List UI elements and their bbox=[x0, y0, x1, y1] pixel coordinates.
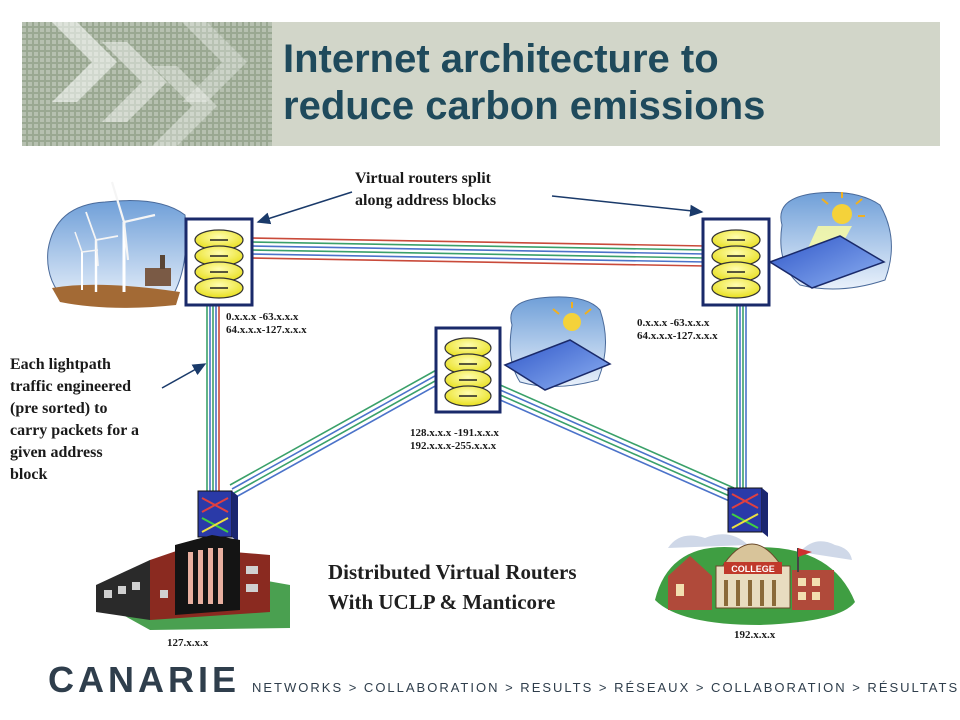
footer-tagline: NETWORKS > COLLABORATION > RESULTS > RÉS… bbox=[252, 680, 960, 695]
slide-title-line: reduce carbon emissions bbox=[283, 84, 766, 128]
wind-farm-illustration bbox=[47, 181, 187, 308]
left-campus-address: 127.x.x.x bbox=[167, 637, 209, 649]
lightpath-left-vertical bbox=[206, 300, 220, 495]
lightpath-left-diagonal bbox=[229, 367, 447, 498]
virtual-router-left bbox=[184, 217, 254, 307]
canarie-logo: CANARIE bbox=[48, 659, 241, 700]
college-sign-text: COLLEGE bbox=[731, 564, 775, 574]
solar-panel-illustration-right bbox=[768, 191, 892, 290]
optical-switch-right bbox=[727, 487, 768, 537]
lightpath-right-diagonal bbox=[497, 383, 735, 504]
diagram-caption: Distributed Virtual Routers With UCLP & … bbox=[328, 560, 577, 614]
arrow-to-right-router bbox=[551, 195, 704, 217]
router-left-address-blocks: 0.x.x.x -63.x.x.x 64.x.x.x-127.x.x.x bbox=[226, 311, 307, 336]
slide-title-line: Internet architecture to bbox=[283, 37, 719, 81]
lightpath-top bbox=[249, 237, 707, 267]
virtual-routers-callout: Virtual routers split along address bloc… bbox=[355, 170, 497, 209]
campus-building-left bbox=[96, 535, 290, 630]
decorative-chevron-pattern bbox=[22, 22, 282, 146]
lightpath-right-vertical bbox=[736, 300, 747, 490]
router-right-address-blocks: 0.x.x.x -63.x.x.x 64.x.x.x-127.x.x.x bbox=[637, 317, 718, 342]
arrow-to-lightpath bbox=[161, 363, 207, 389]
virtual-router-center bbox=[434, 326, 502, 414]
arrow-to-left-router bbox=[256, 191, 353, 225]
virtual-router-right bbox=[701, 217, 771, 307]
lightpath-callout: Each lightpath traffic engineered (pre s… bbox=[10, 356, 139, 483]
title-box bbox=[272, 22, 940, 146]
solar-panel-illustration-center bbox=[503, 296, 612, 391]
optical-switch-left bbox=[197, 490, 238, 542]
router-center-address-blocks: 128.x.x.x -191.x.x.x 192.x.x.x-255.x.x.x bbox=[410, 427, 499, 452]
college-campus-right: COLLEGE bbox=[655, 534, 855, 625]
right-campus-address: 192.x.x.x bbox=[734, 629, 776, 641]
